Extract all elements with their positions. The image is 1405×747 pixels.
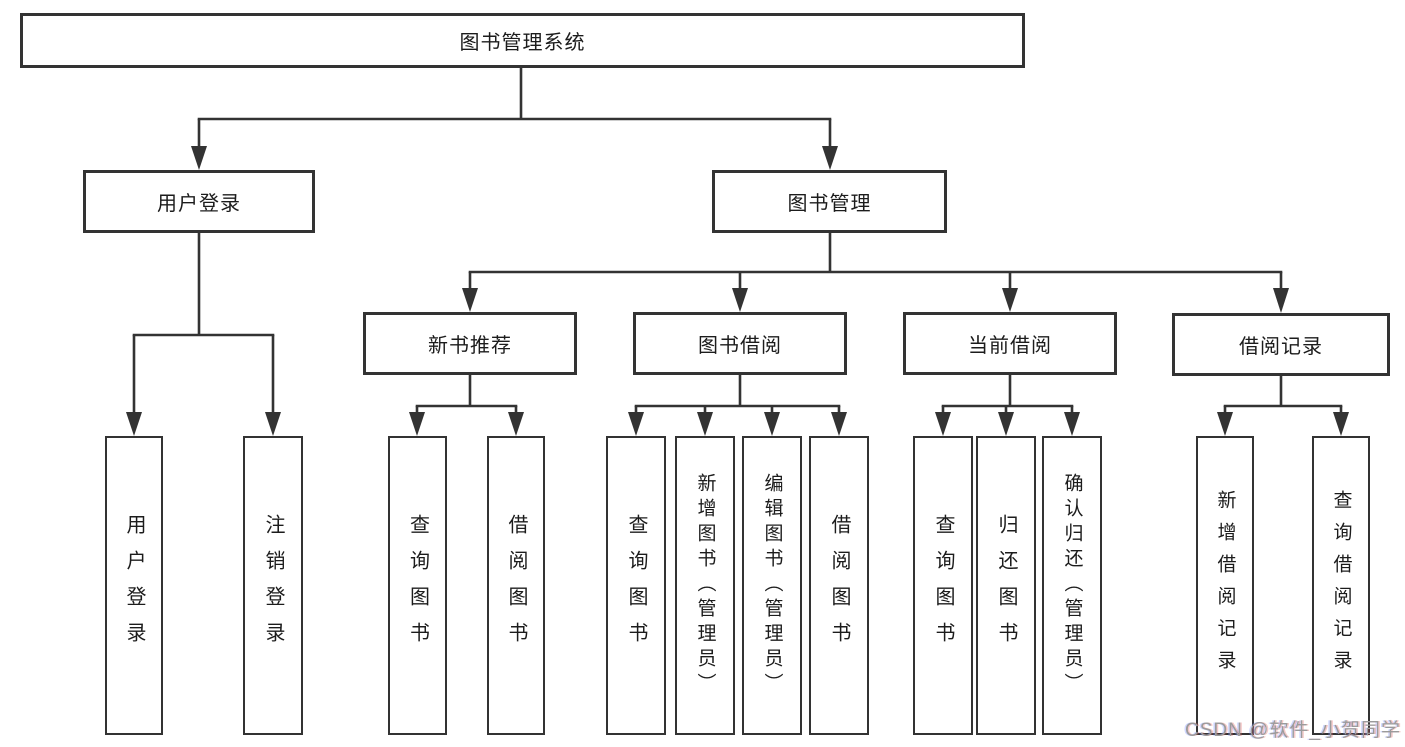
node-current-borrow: 当前借阅 bbox=[903, 312, 1117, 375]
node-book-management: 图书管理 bbox=[712, 170, 947, 233]
node-user-login: 用户登录 bbox=[83, 170, 315, 233]
leaf-user-login-label: 用户登录 bbox=[123, 513, 145, 658]
leaf-confirm-return-admin-label: 确认归还（管理员） bbox=[1061, 473, 1083, 698]
node-borrow-records: 借阅记录 bbox=[1172, 313, 1390, 376]
node-root-label: 图书管理系统 bbox=[459, 32, 586, 54]
leaf-current-query-book: 查询图书 bbox=[913, 436, 973, 735]
leaf-borrow-book-label: 借阅图书 bbox=[828, 513, 850, 658]
csdn-watermark: CSDN @软件_小贺同学 bbox=[1185, 720, 1401, 741]
leaf-edit-book-admin-label: 编辑图书（管理员） bbox=[761, 473, 783, 698]
leaf-borrow-query-book-label: 查询图书 bbox=[625, 513, 647, 658]
leaf-query-borrow-record-label: 查询借阅记录 bbox=[1330, 489, 1352, 682]
node-book-borrow: 图书借阅 bbox=[633, 312, 847, 375]
leaf-add-borrow-record: 新增借阅记录 bbox=[1196, 436, 1254, 735]
node-root: 图书管理系统 bbox=[20, 13, 1025, 68]
leaf-recommend-query-book: 查询图书 bbox=[388, 436, 447, 735]
leaf-user-login: 用户登录 bbox=[105, 436, 163, 735]
node-user-login-label: 用户登录 bbox=[157, 193, 241, 215]
leaf-logout-label: 注销登录 bbox=[262, 513, 284, 658]
leaf-return-book-label: 归还图书 bbox=[995, 513, 1017, 658]
leaf-edit-book-admin: 编辑图书（管理员） bbox=[742, 436, 802, 735]
leaf-query-borrow-record: 查询借阅记录 bbox=[1312, 436, 1370, 735]
leaf-add-book-admin: 新增图书（管理员） bbox=[675, 436, 735, 735]
node-new-book-recommend: 新书推荐 bbox=[363, 312, 577, 375]
node-borrow-records-label: 借阅记录 bbox=[1239, 336, 1323, 358]
node-book-management-label: 图书管理 bbox=[787, 193, 872, 215]
leaf-add-book-admin-label: 新增图书（管理员） bbox=[694, 473, 716, 698]
leaf-return-book: 归还图书 bbox=[976, 436, 1036, 735]
node-book-borrow-label: 图书借阅 bbox=[698, 335, 782, 357]
leaf-current-query-book-label: 查询图书 bbox=[932, 513, 954, 658]
leaf-add-borrow-record-label: 新增借阅记录 bbox=[1214, 489, 1236, 682]
leaf-borrow-book: 借阅图书 bbox=[809, 436, 869, 735]
leaf-recommend-borrow-book-label: 借阅图书 bbox=[505, 513, 527, 658]
node-current-borrow-label: 当前借阅 bbox=[968, 335, 1052, 357]
leaf-logout: 注销登录 bbox=[243, 436, 303, 735]
leaf-recommend-borrow-book: 借阅图书 bbox=[487, 436, 545, 735]
leaf-recommend-query-book-label: 查询图书 bbox=[406, 513, 429, 658]
leaf-confirm-return-admin: 确认归还（管理员） bbox=[1042, 436, 1102, 735]
leaf-borrow-query-book: 查询图书 bbox=[606, 436, 666, 735]
node-new-book-recommend-label: 新书推荐 bbox=[428, 335, 512, 357]
